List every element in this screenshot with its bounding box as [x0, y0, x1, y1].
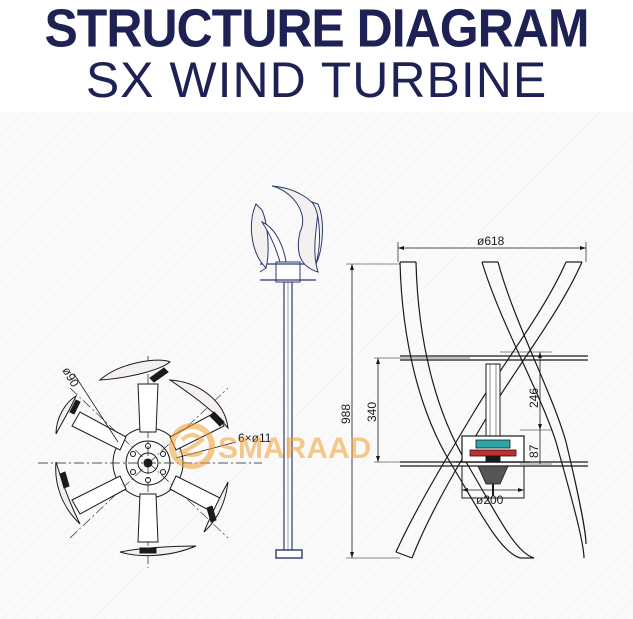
blade-4 — [119, 545, 197, 557]
arm-top — [137, 383, 159, 433]
page-subtitle: SX WIND TURBINE — [85, 52, 548, 108]
side-blade-3 — [310, 200, 323, 265]
header: STRUCTURE DIAGRAM SX WIND TURBINE — [0, 0, 633, 112]
rotor-hub — [275, 261, 301, 283]
arm-bottom — [137, 493, 159, 543]
dim-bolt-holes: 6×ø11 — [238, 431, 272, 445]
front-shaft — [485, 363, 501, 437]
front-view — [346, 242, 588, 559]
front-blade-2 — [481, 261, 585, 559]
structure-drawing: ø90 6×ø11 — [0, 112, 633, 619]
blade-1 — [98, 359, 171, 381]
drawing-area: ø90 6×ø11 — [0, 112, 633, 619]
watermark: SMARAAD — [169, 423, 371, 469]
arm-upper-left — [71, 411, 127, 451]
dim-blade-height: 340 — [365, 402, 379, 422]
dim-hub-diameter: ø200 — [476, 493, 504, 507]
page-title: STRUCTURE DIAGRAM — [44, 0, 589, 59]
blade-5 — [55, 461, 81, 525]
arm-lower-left — [71, 475, 127, 515]
watermark-text: SMARAAD — [218, 432, 371, 465]
blade-6 — [55, 394, 78, 435]
dim-total-height: 988 — [339, 404, 353, 424]
blade-2 — [168, 379, 229, 430]
side-view — [250, 185, 323, 559]
pole-base — [275, 549, 303, 559]
dim-upper-height: 246 — [527, 388, 541, 408]
drawing-hatch — [0, 112, 633, 619]
dim-hub-height: 87 — [527, 444, 541, 458]
top-view — [38, 356, 262, 568]
dim-rotor-diameter: ø618 — [477, 234, 505, 248]
